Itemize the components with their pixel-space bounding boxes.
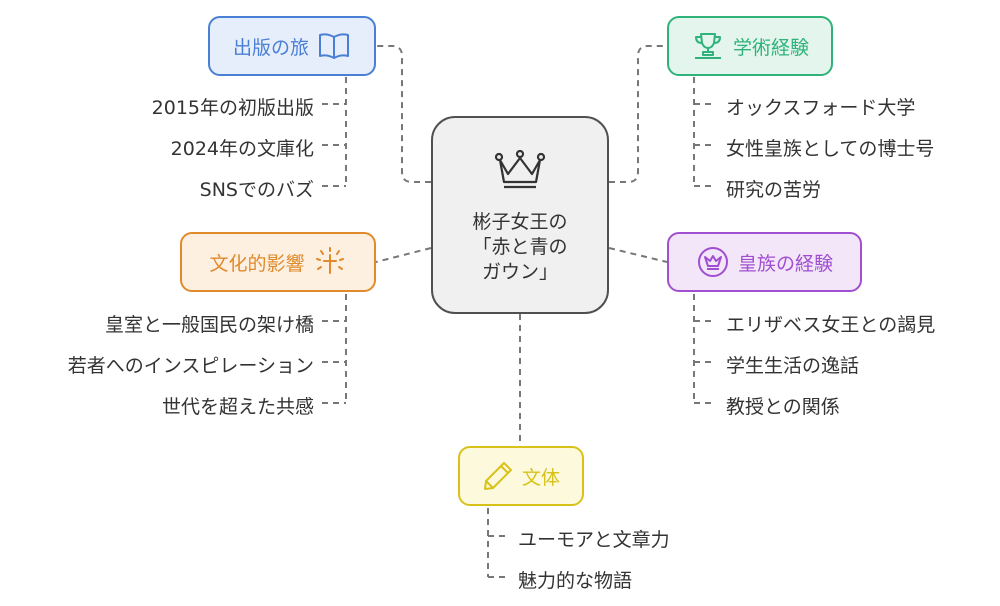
central-node: 彬子女王の 「赤と青の ガウン」 bbox=[431, 116, 609, 314]
leaf-item: 女性皇族としての博士号 bbox=[726, 138, 935, 160]
topic-style-label: 文体 bbox=[521, 466, 560, 489]
sparkle-cross-icon bbox=[315, 247, 344, 274]
leaf-item: 世代を超えた共感 bbox=[161, 396, 314, 418]
pencil-icon bbox=[483, 462, 512, 490]
leaf-item: SNSでのバズ bbox=[199, 179, 314, 201]
open-book-icon bbox=[319, 33, 349, 59]
crown-icon bbox=[494, 150, 546, 189]
leaf-item: 若者へのインスピレーション bbox=[67, 355, 314, 377]
leaf-item: 2024年の文庫化 bbox=[170, 138, 314, 160]
leaf-item: ユーモアと文章力 bbox=[518, 529, 670, 551]
topic-royal-label: 皇族の経験 bbox=[737, 252, 833, 275]
leaf-item: エリザベス女王との謁見 bbox=[726, 314, 936, 336]
topic-publishing-label: 出版の旅 bbox=[232, 36, 309, 59]
central-title: 彬子女王の 「赤と青の ガウン」 bbox=[472, 211, 568, 283]
leaf-item: 教授との関係 bbox=[726, 396, 840, 418]
crown-badge-icon bbox=[697, 247, 728, 277]
topic-style[interactable]: 文体 bbox=[458, 446, 584, 506]
topic-academic-label: 学術経験 bbox=[732, 36, 809, 59]
leaf-item: 研究の苦労 bbox=[726, 179, 822, 201]
leaf-item: オックスフォード大学 bbox=[726, 97, 916, 119]
trophy-icon bbox=[694, 33, 721, 59]
topic-academic[interactable]: 学術経験 bbox=[667, 16, 833, 76]
topic-royal[interactable]: 皇族の経験 bbox=[667, 232, 862, 292]
leaf-item: 2015年の初版出版 bbox=[151, 97, 314, 119]
leaf-item: 皇室と一般国民の架け橋 bbox=[104, 314, 314, 336]
leaf-item: 学生生活の逸話 bbox=[726, 355, 860, 377]
topic-culture-label: 文化的影響 bbox=[209, 252, 305, 275]
topic-culture[interactable]: 文化的影響 bbox=[180, 232, 376, 292]
leaf-item: 魅力的な物語 bbox=[518, 570, 633, 592]
topic-publishing[interactable]: 出版の旅 bbox=[208, 16, 376, 76]
